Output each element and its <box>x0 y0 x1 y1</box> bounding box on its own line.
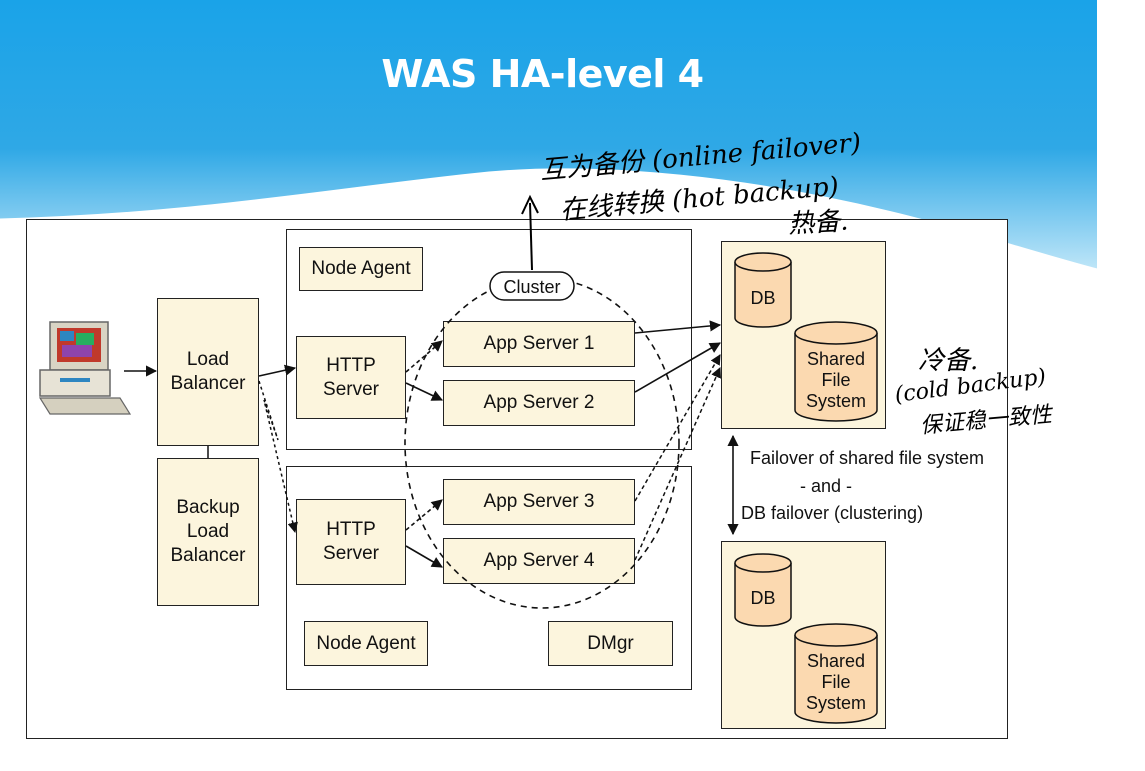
app-server-1-box: App Server 1 <box>443 321 635 367</box>
app-server-3-box: App Server 3 <box>443 479 635 525</box>
bottom-node-agent-box: Node Agent <box>304 621 428 666</box>
bottom-http-server-box: HTTP Server <box>296 499 406 585</box>
backup-load-balancer-box: Backup Load Balancer <box>157 458 259 606</box>
handwritten-cold-line1: 冷备. <box>918 346 979 376</box>
handwritten-hot-short: 热备. <box>787 206 850 240</box>
secondary-db-label: DB <box>750 588 776 608</box>
dmgr-box: DMgr <box>548 621 673 666</box>
failover-note-line1: Failover of shared file system <box>749 448 985 468</box>
load-balancer-box: Load Balancer <box>157 298 259 446</box>
primary-db-label: DB <box>750 288 776 308</box>
failover-note-line3: DB failover (clustering) <box>741 503 924 523</box>
top-http-server-box: HTTP Server <box>296 336 406 419</box>
secondary-shared-fs-label: Shared File System <box>805 651 866 714</box>
app-server-2-box: App Server 2 <box>443 380 635 426</box>
top-node-agent-box: Node Agent <box>299 247 423 291</box>
slide-title: WAS HA-level 4 <box>381 52 704 96</box>
primary-shared-fs-label: Shared File System <box>805 349 866 412</box>
cluster-label: Cluster <box>503 277 561 297</box>
failover-note-line2: - and - <box>799 476 853 496</box>
app-server-4-box: App Server 4 <box>443 538 635 584</box>
